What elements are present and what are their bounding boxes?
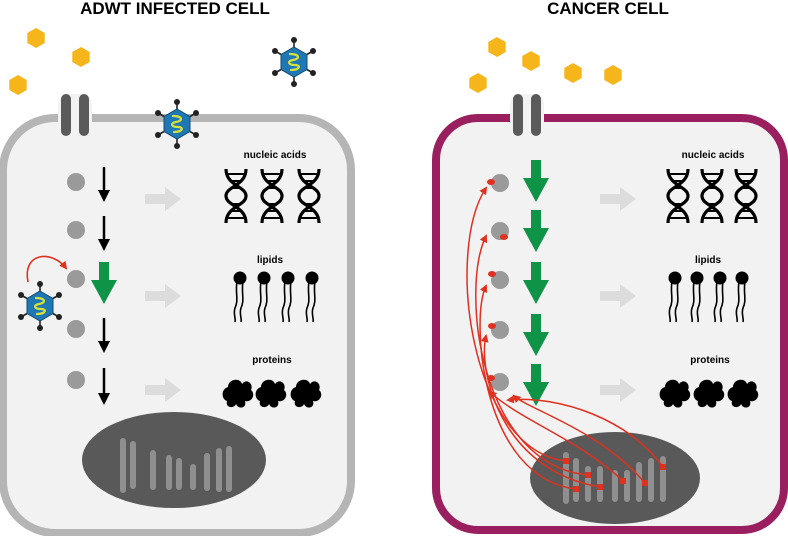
infected-cell: nucleic acids lipids proteins xyxy=(0,28,355,536)
upregulated-arrow xyxy=(523,160,549,202)
upregulated-arrow xyxy=(91,262,117,304)
nutrient-icon xyxy=(27,28,45,48)
adenovirus-icon xyxy=(270,35,318,89)
upregulated-arrow xyxy=(523,262,549,304)
nutrient-icon xyxy=(9,75,27,95)
upregulated-arrow xyxy=(523,314,549,356)
nutrient-icon xyxy=(564,63,582,83)
metabolite-node xyxy=(487,174,509,192)
pathway-arrow xyxy=(98,167,110,202)
cancer-cell: nucleic acids lipids proteins xyxy=(432,37,788,534)
nucleus xyxy=(82,412,266,508)
metabolite-node xyxy=(491,222,509,240)
viral-activation-arrow xyxy=(26,255,68,283)
nutrient-icon xyxy=(488,37,506,57)
chromosomes xyxy=(120,438,232,493)
metabolite-node xyxy=(67,270,85,288)
nutrient-icon xyxy=(72,47,90,67)
upregulated-arrow xyxy=(523,210,549,252)
label-proteins: proteins xyxy=(252,355,292,366)
panel-title-cancer: CANCER CELL xyxy=(547,0,669,18)
metabolite-node xyxy=(488,321,509,339)
nutrient-icon xyxy=(604,65,622,85)
pathway-arrow xyxy=(98,216,110,251)
metabolite-node xyxy=(67,173,85,191)
cancer-cell-membrane xyxy=(432,114,788,534)
metabolite-node xyxy=(67,320,85,338)
upregulated-arrow xyxy=(523,364,549,406)
panel-title-infected: ADWT INFECTED CELL xyxy=(80,0,270,18)
label-lipids: lipids xyxy=(695,255,722,266)
nutrient-icon xyxy=(469,73,487,93)
metabolite-node xyxy=(488,271,509,289)
metabolite-node xyxy=(67,221,85,239)
pathway-arrow xyxy=(98,368,110,405)
membrane-channel xyxy=(58,94,92,136)
label-lipids: lipids xyxy=(257,255,284,266)
label-nucleic-acids: nucleic acids xyxy=(244,150,307,161)
metabolite-node xyxy=(67,371,85,389)
nutrient-icon xyxy=(522,51,540,71)
label-nucleic-acids: nucleic acids xyxy=(682,150,745,161)
membrane-channel xyxy=(510,94,544,136)
oncogenic-signal-arrows xyxy=(466,186,664,490)
label-proteins: proteins xyxy=(690,355,730,366)
pathway-arrow xyxy=(98,318,110,353)
